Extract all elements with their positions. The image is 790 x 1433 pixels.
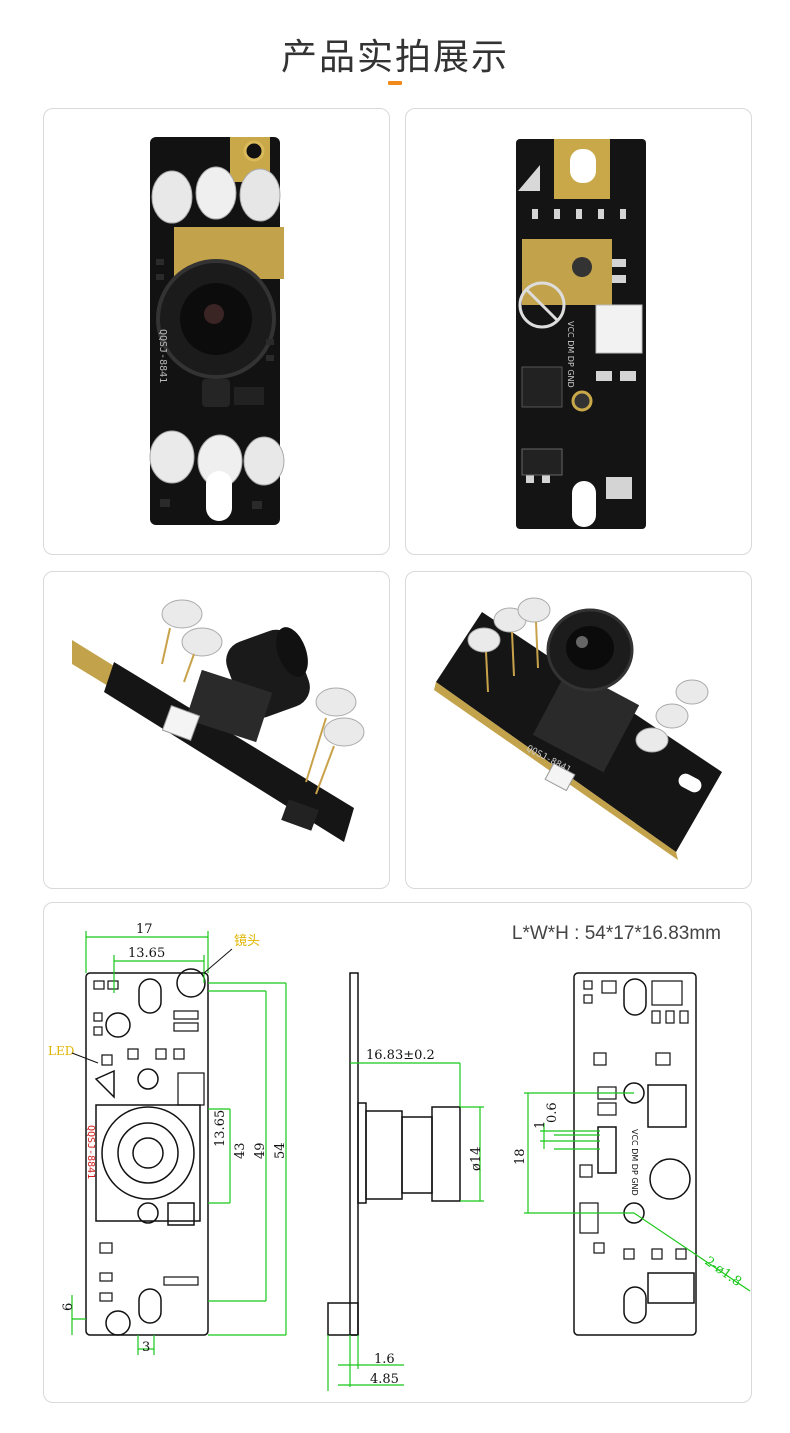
dim-v3: 49	[253, 1142, 268, 1159]
led-group-top	[161, 599, 223, 683]
dim-total: 4.85	[370, 1372, 399, 1387]
lens-icon	[532, 608, 640, 773]
dimension-lines-side	[327, 1062, 484, 1391]
led-group-bottom	[305, 687, 365, 795]
dim-width: 17	[136, 922, 153, 937]
dim-inner-width: 13.65	[128, 946, 165, 961]
dim-height: 16.83±0.2	[366, 1048, 435, 1063]
led-group-top	[151, 166, 281, 224]
dim-hole-small: 0.6	[545, 1102, 560, 1123]
dimension-lines-back	[524, 1092, 751, 1292]
technical-drawing: L*W*H : 54*17*16.83mm	[43, 902, 752, 1403]
dim-hole-gap: 1	[533, 1121, 548, 1129]
board-front-components	[93, 980, 205, 1302]
board-back-components	[579, 980, 689, 1260]
dim-v4: 54	[273, 1142, 288, 1159]
title-underline	[388, 81, 402, 85]
dim-lens-dia: ø14	[469, 1147, 484, 1171]
pcb-text: QQSJ-8841	[157, 329, 168, 383]
dimension-lines-left	[71, 931, 287, 1355]
dim-bottom-h: 6	[61, 1303, 76, 1311]
board-front-outline	[85, 968, 209, 1336]
board-back-outline	[573, 972, 697, 1336]
photo-back-view: VCC DM DP GND	[405, 108, 752, 555]
page-title: 产品实拍展示	[280, 37, 509, 78]
dim-mount: 2-ø1.8	[702, 1254, 744, 1290]
photo-side-view	[43, 571, 390, 889]
pins-label: VCC DM DP GND	[566, 321, 575, 388]
dim-bottom-w: 3	[142, 1340, 150, 1355]
dim-v1: 13.65	[213, 1110, 228, 1147]
dim-v2: 43	[233, 1142, 248, 1159]
photo-angled-view: QQSJ-8841	[405, 571, 752, 889]
dim-hole: 18	[513, 1148, 528, 1165]
label-led: LED	[48, 1044, 74, 1058]
no-lead-icon	[518, 281, 566, 329]
photo-front-view: QQSJ-8841	[43, 108, 390, 555]
pcb-text: QQSJ-8841	[85, 1125, 96, 1179]
label-lens: 镜头	[234, 934, 260, 949]
lens-icon	[185, 627, 310, 743]
dimension-spec: L*W*H : 54*17*16.83mm	[511, 923, 721, 944]
led-group-bottom	[149, 430, 285, 488]
led-group-bottom	[635, 679, 709, 753]
dim-board: 1.6	[374, 1352, 395, 1367]
led-group-top	[467, 597, 551, 693]
side-view-outline	[327, 972, 461, 1336]
pins-label: VCC DM DP GND	[630, 1129, 639, 1196]
lens-icon	[156, 259, 276, 379]
